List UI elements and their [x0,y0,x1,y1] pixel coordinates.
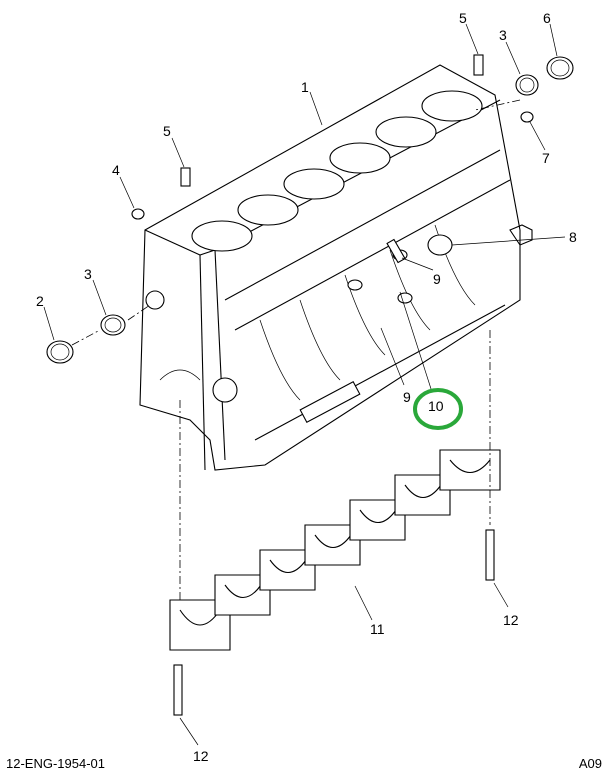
callout-4[interactable]: 4 [112,162,120,178]
cylinder-block [139,64,533,471]
cylinder-bores [191,90,483,252]
bushing-3-right [515,74,539,96]
cap-bolt-right [485,529,495,581]
main-bearing-caps [169,449,501,651]
callout-12-right[interactable]: 12 [503,612,519,628]
plug-4 [131,208,145,220]
callout-6[interactable]: 6 [543,10,551,26]
callout-5-left[interactable]: 5 [163,123,171,139]
parts [46,54,574,716]
dowel-pin-right [473,54,484,76]
plug-7 [520,111,534,123]
leader-lines [43,23,566,746]
bushing-3-left [100,314,126,336]
drawing-id: 12-ENG-1954-01 [6,756,105,771]
callout-3-right[interactable]: 3 [499,27,507,43]
cap-bolt-bottom [173,664,183,716]
callout-5-right[interactable]: 5 [459,10,467,26]
callout-7[interactable]: 7 [542,150,550,166]
highlight-circle [413,388,463,430]
callout-3-left[interactable]: 3 [84,266,92,282]
callout-11[interactable]: 11 [370,621,385,637]
callout-labels: 1 5 3 6 7 8 5 4 3 2 9 9 10 11 12 12 [36,10,577,764]
callout-10[interactable]: 10 [428,398,444,414]
callout-1[interactable]: 1 [301,79,309,95]
callout-9-lower[interactable]: 9 [403,389,411,405]
dowel-pin-left [180,167,191,187]
bushing-2 [46,340,74,364]
page-code: A09 [578,756,602,771]
callout-8[interactable]: 8 [569,229,577,245]
callout-9-upper[interactable]: 9 [433,271,441,287]
bushing-6 [546,56,574,80]
callout-12-bottom[interactable]: 12 [193,748,209,764]
callout-2[interactable]: 2 [36,293,44,309]
